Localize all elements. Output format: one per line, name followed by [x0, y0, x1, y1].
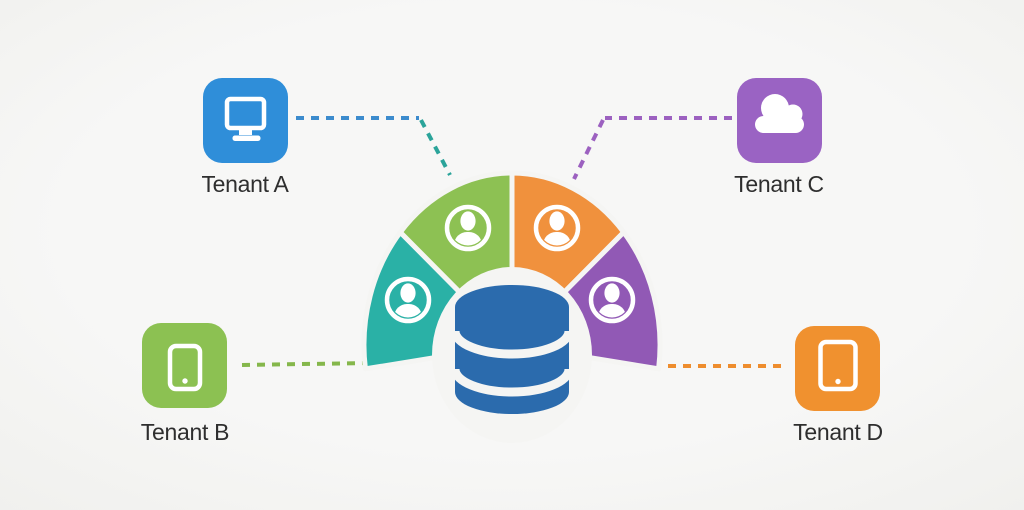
tenant-d-label: Tenant D	[793, 419, 883, 445]
tenant-d-tile-bg	[795, 326, 880, 411]
tenant-a-label: Tenant A	[201, 171, 289, 197]
tenant-b-tile-bg	[142, 323, 227, 408]
connector-tenant-c-diagonal	[572, 119, 605, 180]
connector-tenant-a-diagonal	[419, 119, 452, 176]
tenant-b-label: Tenant B	[140, 419, 230, 445]
connector-tenant-b	[241, 361, 370, 367]
desktop-monitor-icon	[224, 96, 267, 141]
tenant-d-tile	[795, 326, 880, 411]
tenant-c-tile	[737, 78, 822, 163]
tablet-icon	[818, 339, 858, 392]
tenant-b-tile	[142, 323, 227, 408]
tenant-a-tile	[203, 78, 288, 163]
tenant-c-label: Tenant C	[734, 171, 824, 197]
tenant-a-tile-bg	[203, 78, 288, 163]
database-band-divider	[450, 368, 574, 397]
cloud-icon	[755, 94, 804, 133]
database-band-divider	[450, 330, 574, 359]
smartphone-icon	[167, 343, 203, 392]
database-icon	[450, 285, 574, 414]
